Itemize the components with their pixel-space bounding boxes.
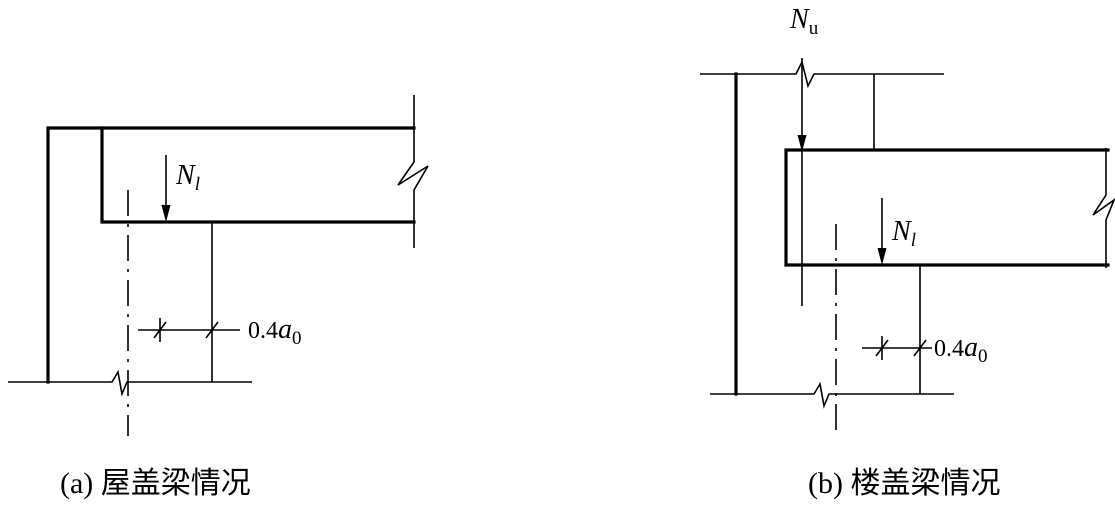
roof-load-arrow-head: [161, 205, 171, 222]
floor-beam-outline: [784, 148, 1110, 267]
floor-upper-load-head: [797, 135, 807, 152]
floor-load-arrow-head: [877, 248, 887, 265]
floor-load-label: Nl: [891, 216, 916, 251]
floor-dimension-slash-right: [913, 339, 927, 357]
roof-wall-outline: [46, 126, 416, 384]
floor-upper-line: [700, 59, 944, 89]
floor-beam-break-line: [1092, 148, 1115, 268]
floor-dimension-label: 0.4a0: [934, 332, 988, 367]
floor-beam-figure: Nu Nl 0.4a0 (b) 楼盖梁情况: [700, 4, 1115, 500]
roof-dimension-label: 0.4a0: [248, 314, 302, 349]
roof-base-line: [8, 369, 252, 397]
floor-caption: (b) 楼盖梁情况: [808, 467, 1000, 500]
floor-dimension-slash-left: [875, 339, 889, 357]
roof-beam-break-line: [397, 95, 429, 248]
floor-upper-load-label: Nu: [789, 4, 819, 39]
roof-caption: (a) 屋盖梁情况: [60, 467, 251, 500]
roof-beam-outline: [100, 126, 416, 224]
roof-load-label: Nl: [175, 160, 200, 195]
floor-base-line: [710, 381, 954, 409]
roof-beam-figure: Nl 0.4a0 (a) 屋盖梁情况: [8, 95, 429, 500]
roof-dimension-slash-right: [205, 321, 219, 339]
roof-dimension-slash-left: [153, 321, 167, 339]
